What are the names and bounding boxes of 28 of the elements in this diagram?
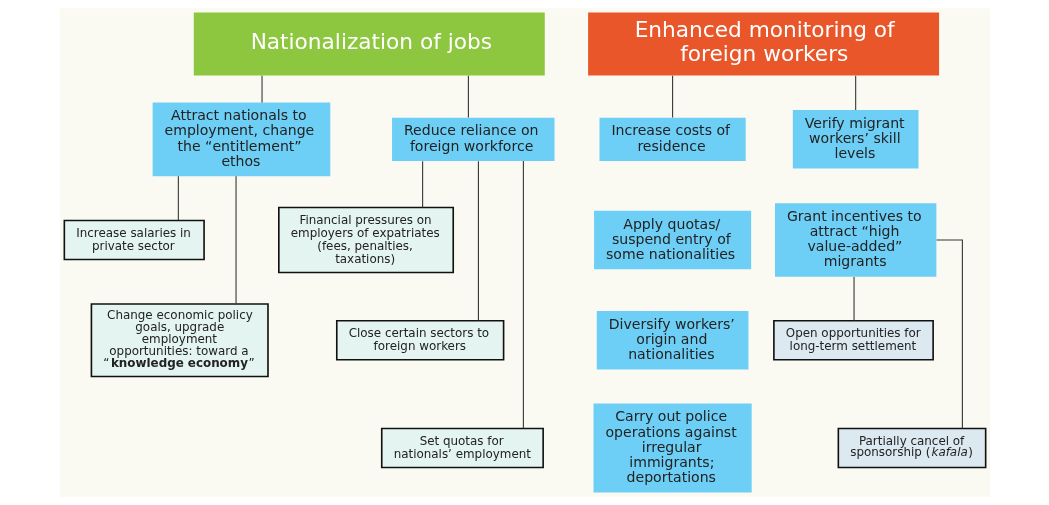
connector bbox=[421, 160, 423, 209]
node-box: Set quotas for nationals’ employment bbox=[380, 427, 544, 469]
node-box: Enhanced monitoring of foreign workers bbox=[587, 12, 939, 76]
connector bbox=[522, 160, 524, 429]
connector bbox=[477, 160, 479, 322]
connector bbox=[935, 239, 963, 429]
node-box: Change economic policy goals, upgrade employment opportunities: toward a “knowledge economy” bbox=[90, 303, 269, 378]
node-box: Financial pressures on employers of expatriates (fees, penalties, taxations) bbox=[277, 206, 454, 274]
connector bbox=[853, 276, 855, 322]
node-box: Partially cancel of sponsorship (kafala) bbox=[837, 427, 986, 469]
node-box: Reduce reliance on foreign workforce bbox=[391, 117, 554, 161]
node-box: Attract nationals to employment, change the “entitlement” ethos bbox=[152, 102, 330, 177]
node-box: Increase costs of residence bbox=[599, 117, 746, 161]
node-box: Increase salaries in private sector bbox=[63, 219, 205, 261]
connector bbox=[671, 75, 673, 119]
connector bbox=[261, 75, 263, 103]
node-box: Close certain sectors to foreign workers bbox=[335, 319, 504, 361]
node-box: Verify migrant workers’ skill levels bbox=[792, 110, 918, 169]
connector bbox=[467, 75, 469, 119]
node-box: Diversify workers’ origin and nationalities bbox=[596, 311, 748, 370]
node-box: Grant incentives to attract “high value-added” migrants bbox=[774, 203, 936, 277]
connector bbox=[235, 175, 237, 305]
node-box: Apply quotas/ suspend entry of some nationalities bbox=[593, 210, 751, 270]
node-box: Nationalization of jobs bbox=[193, 12, 545, 76]
node-box: Carry out police operations against irregular immigrants; deportations bbox=[593, 403, 752, 493]
connector bbox=[854, 75, 856, 111]
connector bbox=[177, 175, 179, 221]
node-box: Open opportunities for long-term settlement bbox=[772, 319, 934, 361]
